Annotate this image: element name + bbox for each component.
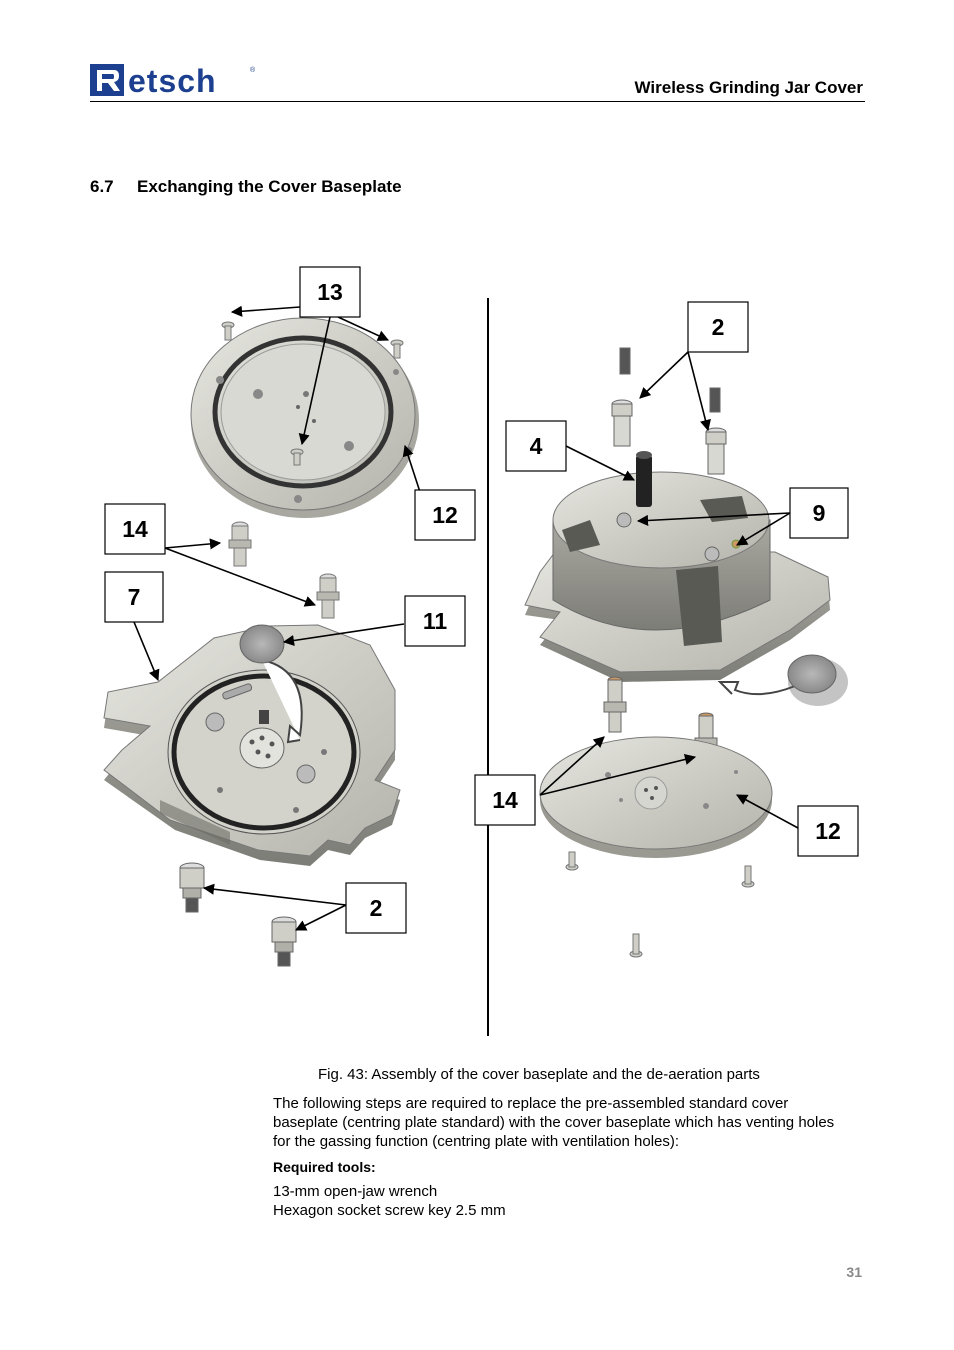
retsch-logo: etsch ® [90, 63, 256, 98]
callout-box-12a [414, 489, 476, 541]
callout-box-2b [687, 301, 749, 353]
callout-14a: 14 [122, 516, 148, 542]
callout-box-14b [474, 774, 536, 826]
section-title: Exchanging the Cover Baseplate [137, 177, 402, 196]
callout-box-2a [345, 882, 407, 934]
fitting-2-right-a [611, 347, 633, 447]
filter-disk-right [787, 654, 848, 706]
screw-right-a [565, 851, 579, 871]
filter-disk-left [239, 624, 285, 664]
tools-heading: Required tools: [273, 1159, 376, 1175]
callout-2b: 2 [712, 314, 725, 340]
tools-list: 13-mm open-jaw wrench Hexagon socket scr… [273, 1182, 506, 1220]
screw-13-left [221, 321, 235, 341]
screw-right-c [629, 933, 643, 958]
screw-13-center [290, 448, 304, 466]
cover-baseplate-lower [539, 736, 773, 858]
insert-arrow-right [717, 681, 796, 696]
callout-box-12b [797, 805, 859, 857]
callout-12b: 12 [815, 818, 841, 844]
callout-13: 13 [317, 279, 343, 305]
fitting-2-left-a [179, 862, 205, 913]
leader-lines [133, 305, 799, 931]
insert-arrow-left [261, 659, 303, 744]
figure-caption: Fig. 43: Assembly of the cover baseplate… [318, 1066, 760, 1083]
callout-box-14a [104, 503, 166, 555]
callout-box-4 [505, 420, 567, 472]
cover-body-left [103, 624, 401, 866]
screw-13-right [390, 339, 404, 359]
callout-14b: 14 [492, 787, 518, 813]
callout-4: 4 [530, 433, 543, 459]
callout-box-7 [104, 571, 164, 623]
callout-box-9 [789, 487, 849, 539]
svg-text:®: ® [250, 66, 256, 74]
fitting-2-right-b [705, 387, 727, 475]
cover-body-right [524, 451, 831, 682]
callout-box-11 [404, 595, 466, 647]
cover-baseplate-upper [190, 317, 419, 518]
callout-11: 11 [423, 608, 448, 634]
fitting-2-left-b [271, 916, 297, 967]
screw-right-b [741, 865, 755, 888]
tool-item: 13-mm open-jaw wrench [273, 1183, 438, 1200]
section-number: 6.7 [90, 177, 114, 196]
body-paragraph: The following steps are required to repl… [273, 1095, 835, 1150]
svg-text:etsch: etsch [128, 63, 217, 98]
callout-7: 7 [128, 584, 141, 610]
callout-9: 9 [813, 500, 826, 526]
valve-14-left-b [316, 573, 340, 619]
valve-14-right-a [603, 676, 627, 733]
header-rule [90, 101, 865, 102]
callout-2a: 2 [370, 895, 383, 921]
tool-item: Hexagon socket screw key 2.5 mm [273, 1202, 506, 1219]
callout-box-13 [299, 266, 361, 318]
valve-14-left-a [228, 521, 252, 567]
callout-12a: 12 [432, 502, 458, 528]
page-number: 31 [846, 1264, 862, 1280]
header-title: Wireless Grinding Jar Cover [634, 78, 863, 97]
callout-boxes [104, 266, 859, 934]
section-heading: 6.7 Exchanging the Cover Baseplate [90, 177, 402, 197]
